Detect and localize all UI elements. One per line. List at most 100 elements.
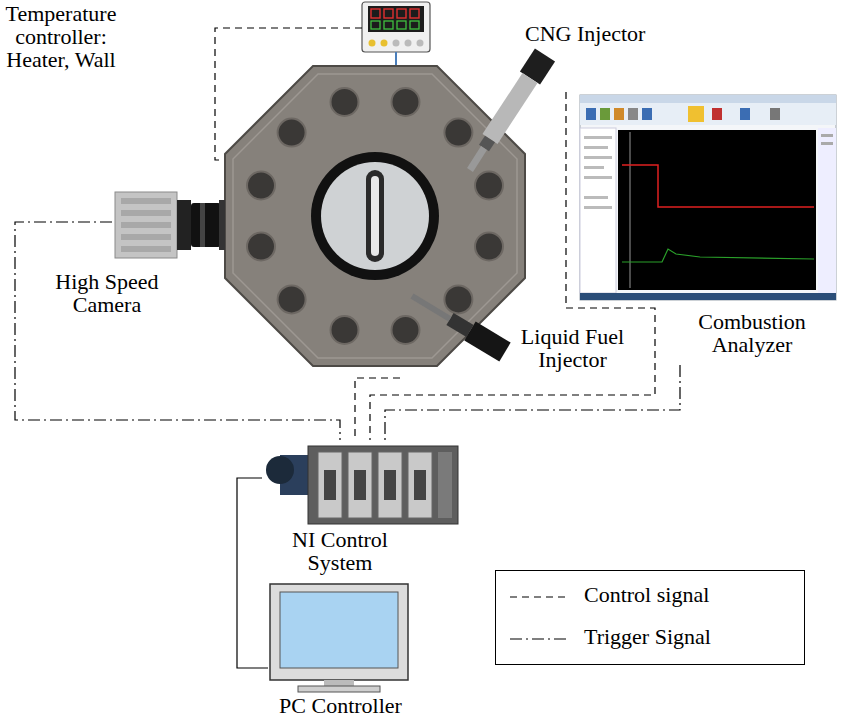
high-speed-camera-device: [121, 210, 171, 216]
combustion-chamber: [475, 172, 503, 200]
combustion-analyzer-screen: [584, 176, 612, 179]
combustion-analyzer-screen: [712, 108, 722, 120]
device-label: CNG Injector: [525, 22, 645, 45]
pc-monitor: [298, 686, 380, 692]
high-speed-camera-device: [121, 198, 171, 204]
high-speed-camera-device: [121, 222, 171, 228]
combustion-chamber: [392, 316, 420, 344]
combustion-analyzer-screen: [614, 108, 624, 120]
temperature-controller-device: [368, 6, 424, 32]
temperature-controller-device: [393, 40, 400, 47]
trigger-signal-line: [385, 365, 680, 440]
combustion-analyzer-screen: [586, 108, 596, 120]
temperature-controller-device: [410, 9, 419, 18]
legend-box: Control signalTrigger Signal: [495, 570, 805, 665]
cng-injector-device: [470, 148, 484, 170]
high-speed-camera-device: [121, 246, 171, 252]
control-signal-sample: [510, 596, 570, 597]
high-speed-camera-device: [115, 192, 225, 258]
combustion-chamber: [475, 233, 503, 261]
device-label: High Speed Camera: [42, 270, 172, 316]
ni-control-hardware: [414, 470, 426, 500]
combustion-analyzer-screen: [580, 103, 836, 125]
combustion-analyzer-screen: [821, 134, 833, 137]
liquid-fuel-injector-device: [470, 331, 505, 352]
device-label: Liquid Fuel Injector: [505, 325, 640, 371]
ni-control-hardware: [348, 452, 372, 518]
combustion-analyzer-screen: [628, 108, 638, 120]
temperature-controller-device: [381, 40, 388, 47]
liquid-fuel-injector-device: [412, 296, 450, 319]
combustion-chamber: [311, 152, 439, 280]
cng-injector-node: CNG Injector: [468, 20, 648, 92]
ni-control-hardware: [308, 446, 458, 524]
combustion-analyzer-screen: [770, 108, 780, 120]
combustion-analyzer-screen: [821, 142, 833, 145]
combustion-chamber: [331, 88, 359, 116]
combustion-analyzer-screen: [600, 108, 610, 120]
temperature-controller-device: [405, 40, 412, 47]
legend-text: Control signal: [584, 583, 709, 607]
combustion-analyzer-screen: [584, 146, 608, 149]
device-label: Temperature controller: Heater, Wall: [2, 2, 120, 71]
combustion-analyzer-screen: [618, 130, 816, 290]
high-speed-camera-node: High Speed Camera: [112, 186, 228, 264]
ni-control-hardware: [266, 446, 458, 524]
temperature-controller-device: [362, 2, 430, 52]
combustion-chamber: [366, 170, 384, 262]
high-speed-camera-device: [191, 203, 221, 247]
ni-control-hardware: [378, 452, 402, 518]
pc-controller-node: PC Controller: [268, 580, 415, 720]
temperature-controller-device: [369, 40, 376, 47]
combustion-analyzer-screen: [584, 196, 608, 199]
combustion-chamber: [444, 285, 472, 313]
legend-text: Trigger Signal: [584, 625, 711, 649]
combustion-analyzer-screen: [584, 156, 612, 159]
ni-control-hardware: [266, 456, 294, 484]
combustion-chamber: [331, 316, 359, 344]
device-label: NI Control System: [275, 528, 405, 574]
temperature-controller-device: [397, 21, 406, 29]
ni-control-hardware: [438, 452, 452, 518]
temperature-controller-device: [362, 2, 430, 52]
cng-injector-device: [490, 78, 530, 139]
pc-monitor: [324, 680, 354, 686]
combustion-chamber: [371, 176, 379, 256]
combustion-analyzer-screen: [622, 165, 814, 207]
combustion-chamber: [444, 119, 472, 147]
ni-control-system-node: NI Control System: [262, 440, 462, 578]
combustion-chamber: [233, 74, 517, 358]
temperature-controller-device: [417, 40, 424, 47]
temperature-controller-device: [371, 9, 380, 18]
ni-control-hardware: [324, 470, 336, 500]
combustion-chamber: [278, 285, 306, 313]
combustion-analyzer-screen: [580, 95, 836, 300]
combustion-analyzer-screen: [580, 95, 836, 300]
control-signal-line: [370, 92, 655, 440]
ni-control-hardware: [408, 452, 432, 518]
ni-control-hardware: [318, 452, 342, 518]
high-speed-camera-device: [177, 200, 191, 250]
combustion-analyzer-screen: [584, 206, 612, 209]
combustion-chamber: [225, 66, 525, 366]
heater-wire: [396, 52, 397, 66]
high-speed-camera-device: [121, 234, 171, 240]
pc-monitor: [270, 584, 408, 680]
temperature-controller-node: Temperature controller: Heater, Wall: [2, 2, 122, 78]
combustion-analyzer-screen: [818, 128, 836, 293]
combustion-analyzer-screen: [622, 249, 814, 262]
combustion-analyzer-screen: [584, 136, 612, 139]
combustion-chamber: [247, 172, 275, 200]
high-speed-camera-device: [200, 203, 205, 247]
liquid-fuel-injector-device: [450, 319, 470, 331]
ni-control-hardware: [354, 470, 366, 500]
device-label: PC Controller: [268, 694, 413, 717]
combustion-analyzer-screen: [740, 108, 750, 120]
combustion-analyzer-screen: [580, 128, 616, 293]
combustion-analyzer-screen: [580, 293, 836, 300]
combustion-chamber: [278, 119, 306, 147]
trigger-signal-sample: [510, 638, 570, 639]
combustion-analyzer-screen: [642, 108, 652, 120]
combustion-analyzer-screen: [688, 106, 704, 122]
liquid-fuel-injector-node: Liquid Fuel Injector: [400, 268, 645, 390]
